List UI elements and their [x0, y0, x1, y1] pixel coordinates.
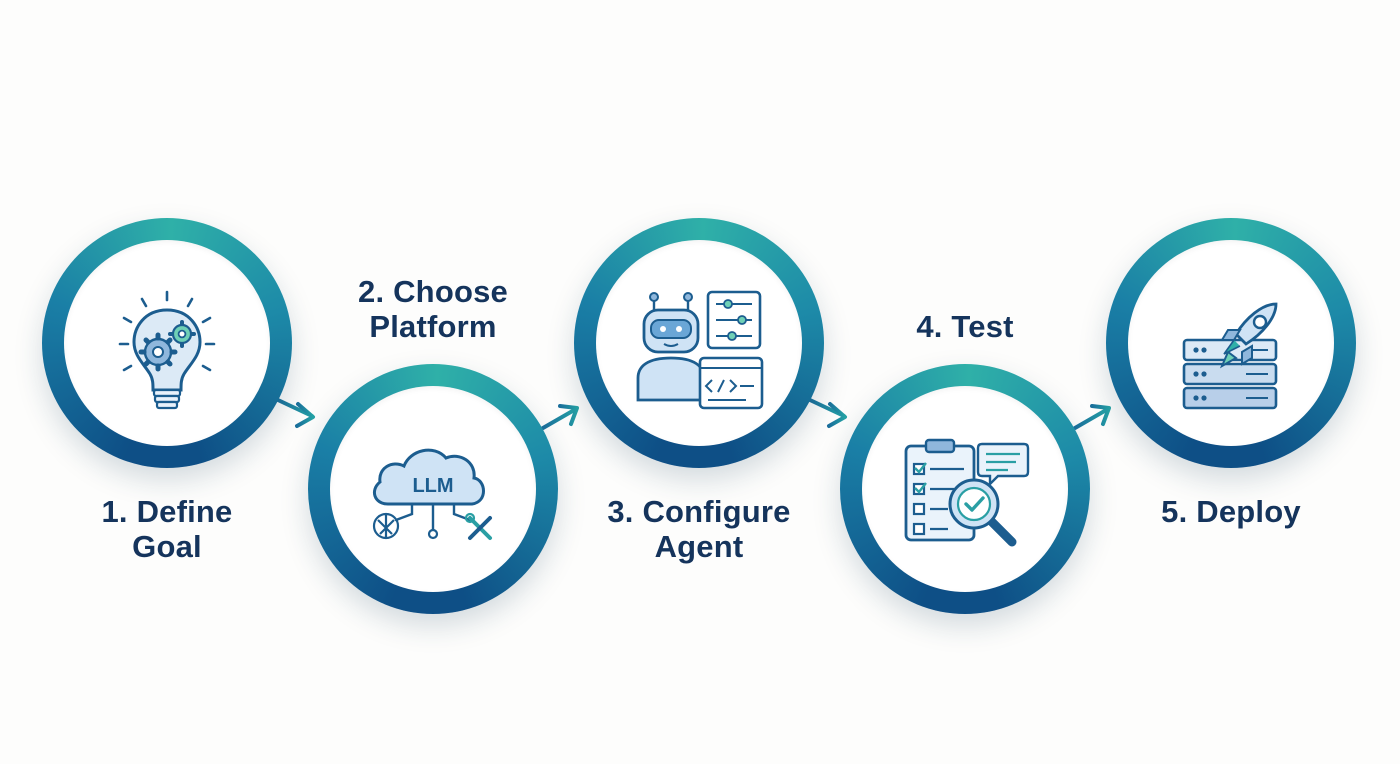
- step-4-label: 4. Test: [860, 309, 1070, 344]
- step-2-label-line2: Platform: [369, 309, 497, 344]
- step-1-label-line1: 1. Define: [101, 494, 233, 529]
- checklist-magnifier-icon: [904, 438, 1030, 547]
- arrow-1-to-2: [276, 398, 315, 428]
- step-3-label: 3. Configure Agent: [576, 494, 822, 564]
- step-5-label: 5. Deploy: [1124, 494, 1338, 529]
- rocket-server-icon: [1182, 302, 1278, 410]
- ai-knot-icon: [372, 512, 400, 540]
- step-3-circle: [574, 218, 824, 468]
- llm-label: LLM: [412, 475, 453, 497]
- step-4-label-line1: 4. Test: [916, 309, 1014, 344]
- robot-settings-icon: [636, 290, 764, 410]
- llm-cloud-icon: LLM: [372, 448, 492, 540]
- step-5-label-line1: 5. Deploy: [1161, 494, 1301, 529]
- step-1-label: 1. Define Goal: [62, 494, 272, 564]
- step-3-label-line2: Agent: [654, 529, 744, 564]
- step-5-circle: [1106, 218, 1356, 468]
- lightbulb-gears-icon: [118, 290, 216, 410]
- step-4-circle: [840, 364, 1090, 614]
- gear-icon: [138, 332, 178, 372]
- arrow-3-to-4: [808, 398, 847, 428]
- step-2-label: 2. Choose Platform: [326, 274, 540, 344]
- code-window-icon: [698, 356, 764, 410]
- arrow-2-to-3: [541, 404, 579, 430]
- chat-bubble-icon: [976, 442, 1030, 487]
- step-3-label-line1: 3. Configure: [607, 494, 791, 529]
- rocket-icon: [1219, 302, 1278, 369]
- step-2-circle: LLM: [308, 364, 558, 614]
- magnifier-check-icon: [948, 478, 1017, 547]
- gear-small-icon: [168, 320, 196, 348]
- robot-icon: [636, 292, 706, 402]
- step-1-circle: [42, 218, 292, 468]
- sliders-panel-icon: [706, 290, 762, 350]
- arrow-4-to-5: [1073, 404, 1111, 430]
- tools-icon: [464, 512, 492, 540]
- step-1-label-line2: Goal: [132, 529, 202, 564]
- step-2-label-line1: 2. Choose: [358, 274, 508, 309]
